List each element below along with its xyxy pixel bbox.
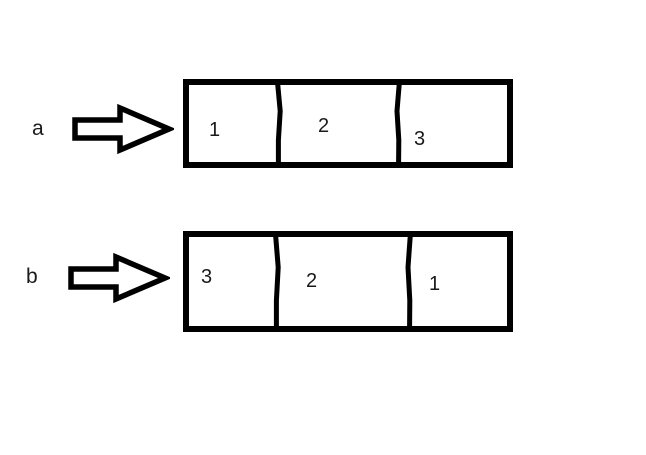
cell-divider-b-1 [273, 233, 281, 329]
strip-outline-a [183, 79, 513, 168]
strip-b [183, 231, 513, 332]
cell-divider-a-1 [275, 81, 283, 165]
cell-number-b-2: 2 [306, 270, 318, 292]
right-arrow-outline [68, 252, 170, 304]
arrow-outline-path [72, 103, 174, 155]
cell-divider-a-2 [394, 81, 402, 166]
cell-number-b-1: 3 [201, 266, 213, 288]
strip-outline-b [183, 231, 513, 332]
cell-number-b-3: 1 [429, 273, 441, 295]
cell-number-a-3: 3 [414, 128, 426, 150]
cell-divider-b-2 [405, 233, 413, 330]
row-label-a: a [32, 117, 44, 140]
right-arrow-outline [72, 103, 174, 155]
row-label-b: b [26, 265, 38, 288]
cell-number-a-2: 2 [318, 115, 330, 137]
cell-number-a-1: 1 [209, 119, 221, 141]
strip-a [183, 79, 513, 168]
arrow-outline-path [68, 252, 170, 304]
